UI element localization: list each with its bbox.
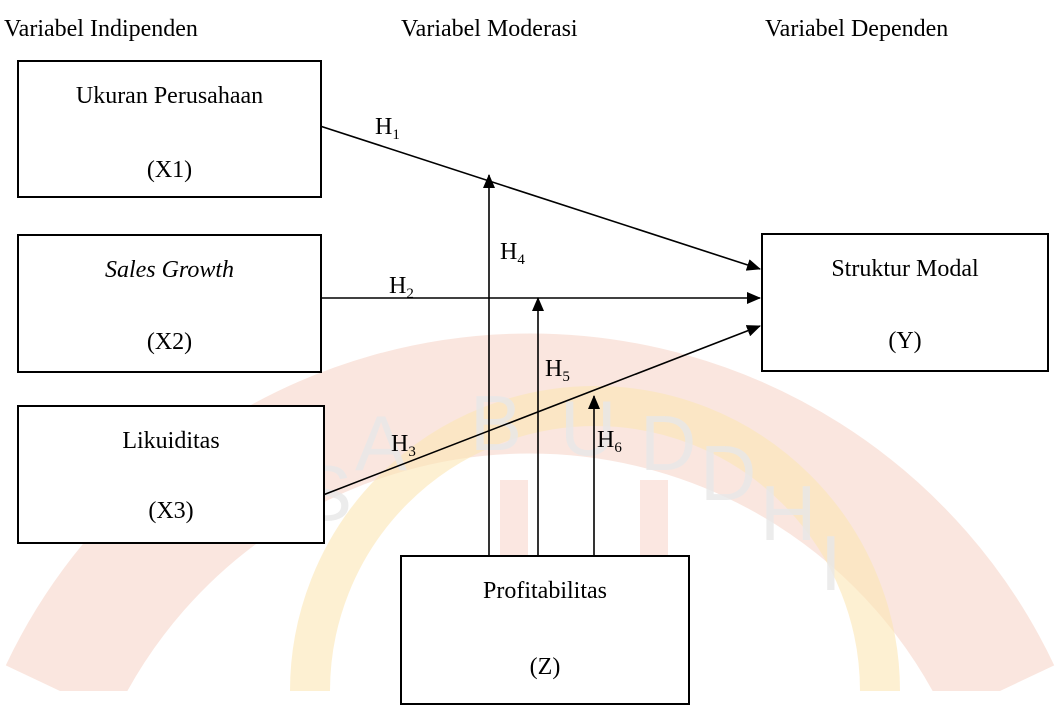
box-z-code: (Z) — [529, 654, 561, 680]
box-x2-code: (X2) — [146, 329, 193, 355]
header-moderating: Variabel Moderasi — [401, 16, 578, 42]
box-x3-name: Likuiditas — [122, 428, 220, 454]
label-h4: H4 — [500, 239, 525, 268]
box-x3-code: (X3) — [148, 498, 194, 524]
box-x1-code: (X1) — [146, 157, 193, 183]
label-h2: H2 — [389, 273, 414, 302]
box-z-name: Profitabilitas — [483, 578, 607, 604]
box-x2-name: Sales Growth — [104, 257, 235, 283]
arrow-h1 — [319, 125, 761, 271]
box-z: Profitabilitas (Z) — [400, 555, 690, 705]
label-h5: H5 — [545, 356, 570, 385]
box-y-name: Struktur Modal — [831, 256, 979, 282]
arrow-h3 — [322, 325, 761, 496]
box-x1-name: Ukuran Perusahaan — [75, 83, 264, 109]
box-x3: Likuiditas (X3) — [17, 405, 325, 544]
watermark-letters: S A B U D D H I — [300, 379, 842, 607]
header-independent: Variabel Indipenden — [4, 16, 198, 42]
box-y-code: (Y) — [888, 328, 922, 354]
label-h3: H3 — [391, 431, 416, 460]
header-dependent: Variabel Dependen — [765, 16, 949, 42]
box-x2: Sales Growth (X2) — [17, 234, 322, 373]
label-h1: H1 — [375, 114, 400, 143]
box-y: Struktur Modal (Y) — [761, 233, 1049, 372]
box-x1: Ukuran Perusahaan (X1) — [17, 60, 322, 198]
label-h6: H6 — [597, 427, 622, 456]
